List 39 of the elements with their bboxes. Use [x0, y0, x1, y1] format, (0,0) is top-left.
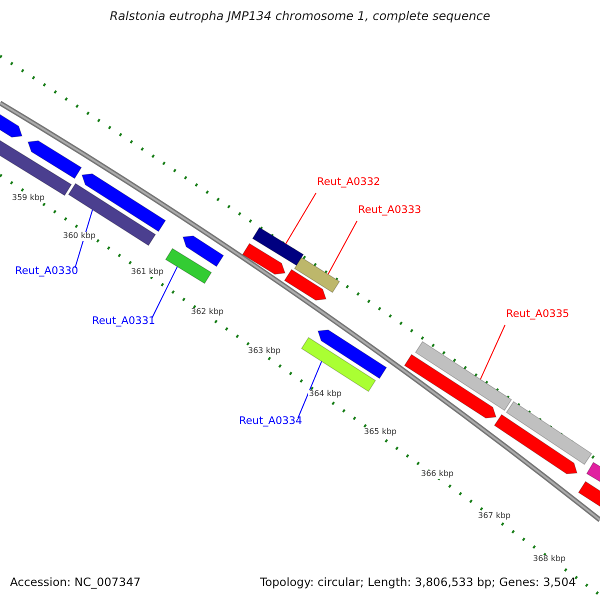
leader-line [298, 360, 322, 418]
scale-label: 363 kbp [247, 347, 282, 356]
gene-label: Reut_A0334 [239, 416, 302, 428]
scale-label: 364 kbp [308, 390, 343, 399]
gene-block [404, 354, 497, 419]
gene-block [165, 248, 212, 284]
leader-line [285, 192, 316, 244]
scale-label: 367 kbp [477, 512, 512, 521]
gene-block [81, 173, 166, 232]
gene-block [294, 256, 340, 294]
footer-text: Topology: circular; Length: 3,806,533 bp; Genes: 3,504 [260, 576, 576, 589]
scale-label: 361 kbp [130, 268, 165, 277]
scale-label: 368 kbp [532, 555, 567, 564]
scale-label: 362 kbp [190, 308, 225, 317]
gene-block [242, 242, 286, 275]
gene-block [494, 414, 578, 474]
scale-label: 360 kbp [62, 232, 97, 241]
gene-label: Reut_A0333 [358, 205, 422, 217]
gene-label: Reut_A0335 [506, 309, 570, 321]
gene-block [252, 226, 304, 266]
scale-label: 366 kbp [420, 470, 455, 479]
gene-label: Reut_A0330 [15, 266, 78, 278]
gene-block [317, 329, 388, 380]
footer-text: Accession: NC_007347 [10, 576, 141, 589]
gene-label: Reut_A0331 [92, 316, 156, 328]
leader-line [480, 324, 506, 380]
title: Ralstonia eutropha JMP134 chromosome 1, complete sequence [108, 10, 492, 24]
gene-block [27, 140, 82, 180]
gene-label: Reut_A0332 [317, 177, 380, 189]
leader-line [74, 209, 93, 268]
gene-block [506, 401, 592, 465]
gene-block [414, 341, 512, 411]
leader-line [152, 266, 178, 318]
gene-block [182, 235, 224, 268]
leader-line [328, 220, 358, 275]
scale-label: 365 kbp [363, 428, 398, 437]
gene-block [0, 112, 23, 138]
scale-label: 359 kbp [11, 194, 46, 203]
gene-block [284, 268, 327, 301]
